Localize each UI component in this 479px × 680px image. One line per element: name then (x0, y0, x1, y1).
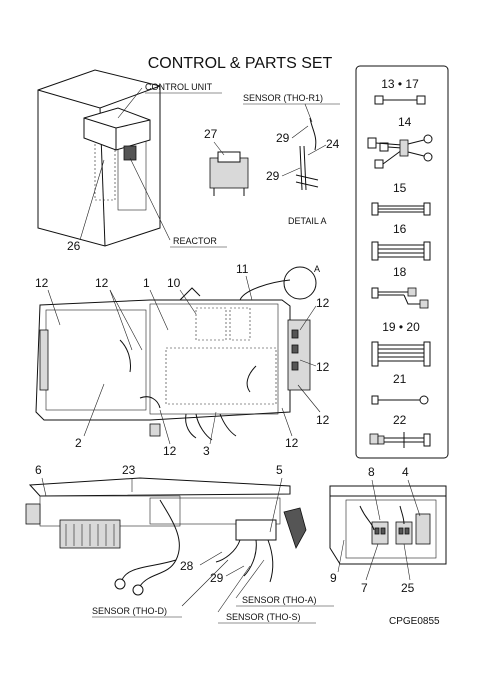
drawing-code: CPGE0855 (389, 616, 440, 627)
part-24-label: 24 (326, 137, 340, 151)
part-15-label: 15 (393, 181, 407, 195)
part-25-label: 25 (401, 581, 415, 595)
sensor-tho-r1-label: SENSOR (THO-R1) (243, 93, 323, 103)
part-22-cable (369, 432, 431, 448)
part-10-label: 10 (167, 276, 181, 290)
detail-a-marker: A (314, 264, 320, 274)
sensor-tho-s-label: SENSOR (THO-S) (226, 612, 301, 622)
base-assembly (25, 477, 307, 596)
part-29-label-bottom: 29 (210, 571, 224, 585)
terminal-box-assembly (329, 485, 447, 565)
part-14-label: 14 (398, 115, 412, 129)
part-28-label: 28 (180, 559, 194, 573)
part-12-label-right-top: 12 (316, 296, 330, 310)
part-26-label: 26 (67, 239, 81, 253)
part-1-label: 1 (143, 276, 150, 290)
part-21-cable (371, 395, 429, 405)
part-12-label-left: 12 (35, 276, 49, 290)
part-15-cable (371, 202, 431, 216)
part-4-label: 4 (402, 465, 409, 479)
cabinet-illustration (37, 69, 161, 247)
detail-a-label: DETAIL A (288, 216, 327, 226)
part-21-label: 21 (393, 372, 407, 386)
part-19-20-label: 19 • 20 (382, 320, 420, 334)
part-13-17-cable (374, 95, 426, 105)
part-11-label: 11 (236, 262, 249, 276)
part-12-label-bottom-right: 12 (285, 436, 299, 450)
control-unit-label: CONTROL UNIT (145, 82, 213, 92)
part-12-label-bottom: 12 (163, 444, 177, 458)
part-27-label: 27 (204, 127, 218, 141)
part-2-label: 2 (75, 436, 82, 450)
diagram-title: CONTROL & PARTS SET (148, 55, 333, 72)
part-9-label: 9 (330, 571, 337, 585)
control-unit-box (83, 107, 151, 151)
part-16-label: 16 (393, 222, 407, 236)
reactor-label: REACTOR (173, 236, 217, 246)
part-13-17-label: 13 • 17 (381, 77, 419, 91)
part-8-label: 8 (368, 465, 375, 479)
part-6-label: 6 (35, 463, 42, 477)
part-12-label-midleft: 12 (95, 276, 109, 290)
part-12-label-right-mid: 12 (316, 360, 330, 374)
part-22-label: 22 (393, 413, 407, 427)
part-16-cable (371, 241, 431, 261)
part-19-20-cable (371, 341, 431, 367)
part-23-label: 23 (122, 463, 136, 477)
sensor-tho-d-label: SENSOR (THO-D) (92, 606, 167, 616)
detail-a-illustration (295, 117, 319, 191)
sensor-tho-a-label: SENSOR (THO-A) (242, 595, 317, 605)
part-5-label: 5 (276, 463, 283, 477)
part-18-cable (371, 287, 429, 309)
part-18-label: 18 (393, 265, 407, 279)
part-12-label-right-low: 12 (316, 413, 330, 427)
part-29-label-detail: 29 (276, 131, 290, 145)
control-box-assembly (35, 266, 317, 441)
part-29-label-detail-lower: 29 (266, 169, 280, 183)
transformer-part (209, 151, 249, 196)
part-7-label: 7 (361, 581, 368, 595)
reactor-part (123, 145, 137, 161)
part-14-cable (367, 134, 433, 169)
part-3-label: 3 (203, 444, 210, 458)
